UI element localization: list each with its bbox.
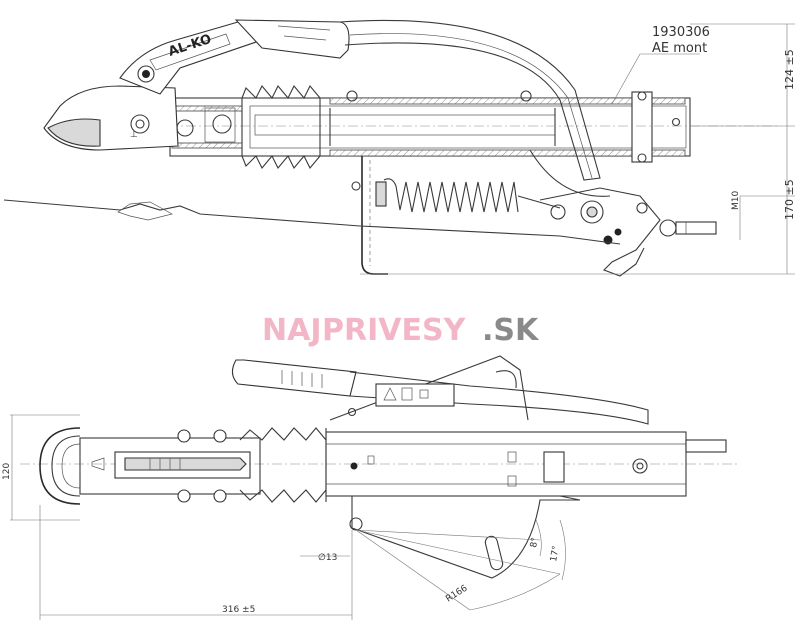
watermark-part2: PRIVESY — [322, 313, 467, 348]
dim-radius: R166 — [444, 584, 469, 605]
drawbar-housing — [169, 91, 691, 163]
dim-width: 120 — [2, 463, 12, 480]
dim-height-top: 124 ±5 — [783, 49, 796, 90]
brake-lever-plate — [529, 149, 717, 277]
side-view: ⊥ AL-KO — [3, 19, 796, 277]
part-variant: AE mont — [652, 41, 707, 56]
handbrake-lever-top — [231, 359, 649, 425]
coupling-ring — [39, 427, 261, 505]
dim-thread: M10 — [731, 191, 741, 210]
shock-spring — [375, 178, 561, 213]
drawbar-top — [325, 431, 727, 497]
dim-hole-diameter: ∅13 — [318, 553, 337, 563]
side-bracket-plate — [329, 355, 581, 579]
dim-length: 316 ±5 — [222, 605, 255, 615]
lower-bracket — [351, 156, 388, 275]
top-view: 120 ∅13 316 ±5 R166 8° 17° — [2, 355, 740, 620]
svg-text:⊥: ⊥ — [130, 130, 138, 140]
bellows — [241, 85, 532, 169]
coupling-handle: AL-KO — [119, 20, 263, 95]
watermark-part3: .SK — [482, 313, 540, 348]
bellows-top — [239, 427, 327, 503]
dim-angle-large: 17° — [549, 545, 562, 562]
coupling-head: ⊥ — [43, 85, 236, 151]
dim-angle-small: 8° — [529, 537, 541, 549]
side-dimensions — [360, 23, 795, 275]
top-dimensions — [10, 414, 566, 620]
handbrake-lever — [234, 19, 601, 181]
watermark: NAJ PRIVESY .SK — [262, 313, 540, 348]
watermark-part1: NAJ — [262, 313, 322, 348]
dim-height-bottom: 170 ±5 — [783, 179, 796, 220]
part-number: 1930306 — [652, 25, 710, 40]
brake-cable — [3, 199, 621, 245]
